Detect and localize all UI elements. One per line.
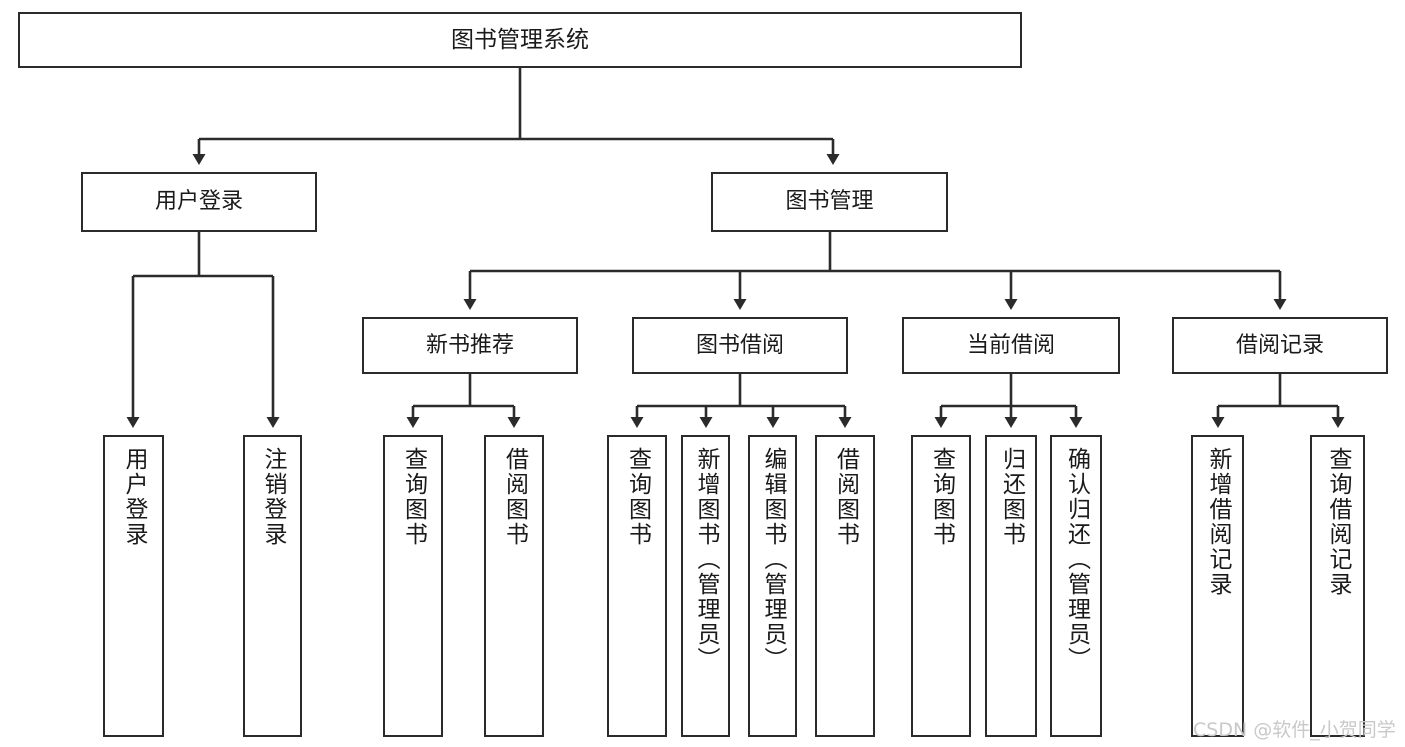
node-label: 借阅图书 xyxy=(832,447,859,547)
node-leaf-user-login[interactable]: 用户登录 xyxy=(103,435,164,737)
node-label: 编辑图书（管理员） xyxy=(760,447,786,672)
node-leaf-add-book[interactable]: 新增图书（管理员） xyxy=(681,435,730,737)
node-book-manage[interactable]: 图书管理 xyxy=(711,172,948,232)
node-leaf-query-book-current[interactable]: 查询图书 xyxy=(911,435,971,737)
node-borrow-record[interactable]: 借阅记录 xyxy=(1172,317,1388,374)
node-label: 图书管理 xyxy=(785,189,874,214)
node-label: 新书推荐 xyxy=(425,332,514,358)
node-leaf-edit-book[interactable]: 编辑图书（管理员） xyxy=(748,435,797,737)
node-leaf-query-book-borrow[interactable]: 查询图书 xyxy=(607,435,667,737)
node-leaf-borrow-book-recommend[interactable]: 借阅图书 xyxy=(484,435,544,737)
node-label: 借阅记录 xyxy=(1235,332,1324,358)
node-label: 注销登录 xyxy=(260,447,286,547)
node-label: 借阅图书 xyxy=(501,447,528,547)
node-leaf-confirm-return[interactable]: 确认归还（管理员） xyxy=(1050,435,1102,737)
node-label: 确认归还（管理员） xyxy=(1063,447,1090,672)
node-leaf-user-logout[interactable]: 注销登录 xyxy=(243,435,302,737)
node-label: 当前借阅 xyxy=(966,332,1055,358)
node-label: 归还图书 xyxy=(998,447,1025,547)
node-leaf-add-borrow-record[interactable]: 新增借阅记录 xyxy=(1191,435,1244,737)
node-label: 图书借阅 xyxy=(695,332,784,358)
node-new-book-recommend[interactable]: 新书推荐 xyxy=(362,317,578,374)
node-label: 新增图书（管理员） xyxy=(693,447,719,672)
node-label: 用户登录 xyxy=(154,189,243,214)
node-label: 查询借阅记录 xyxy=(1325,447,1351,597)
node-book-borrow[interactable]: 图书借阅 xyxy=(632,317,848,374)
node-label: 图书管理系统 xyxy=(451,26,589,53)
node-label: 用户登录 xyxy=(121,447,147,547)
node-leaf-query-borrow-record[interactable]: 查询借阅记录 xyxy=(1310,435,1365,737)
node-label: 查询图书 xyxy=(400,447,427,547)
node-leaf-query-book-recommend[interactable]: 查询图书 xyxy=(383,435,443,737)
node-leaf-borrow-book[interactable]: 借阅图书 xyxy=(815,435,875,737)
node-root-system[interactable]: 图书管理系统 xyxy=(18,12,1022,68)
node-label: 新增借阅记录 xyxy=(1205,447,1231,597)
node-label: 查询图书 xyxy=(928,447,955,547)
node-user-login[interactable]: 用户登录 xyxy=(81,172,317,232)
node-leaf-return-book[interactable]: 归还图书 xyxy=(985,435,1037,737)
node-label: 查询图书 xyxy=(624,447,651,547)
node-current-borrow[interactable]: 当前借阅 xyxy=(902,317,1120,374)
